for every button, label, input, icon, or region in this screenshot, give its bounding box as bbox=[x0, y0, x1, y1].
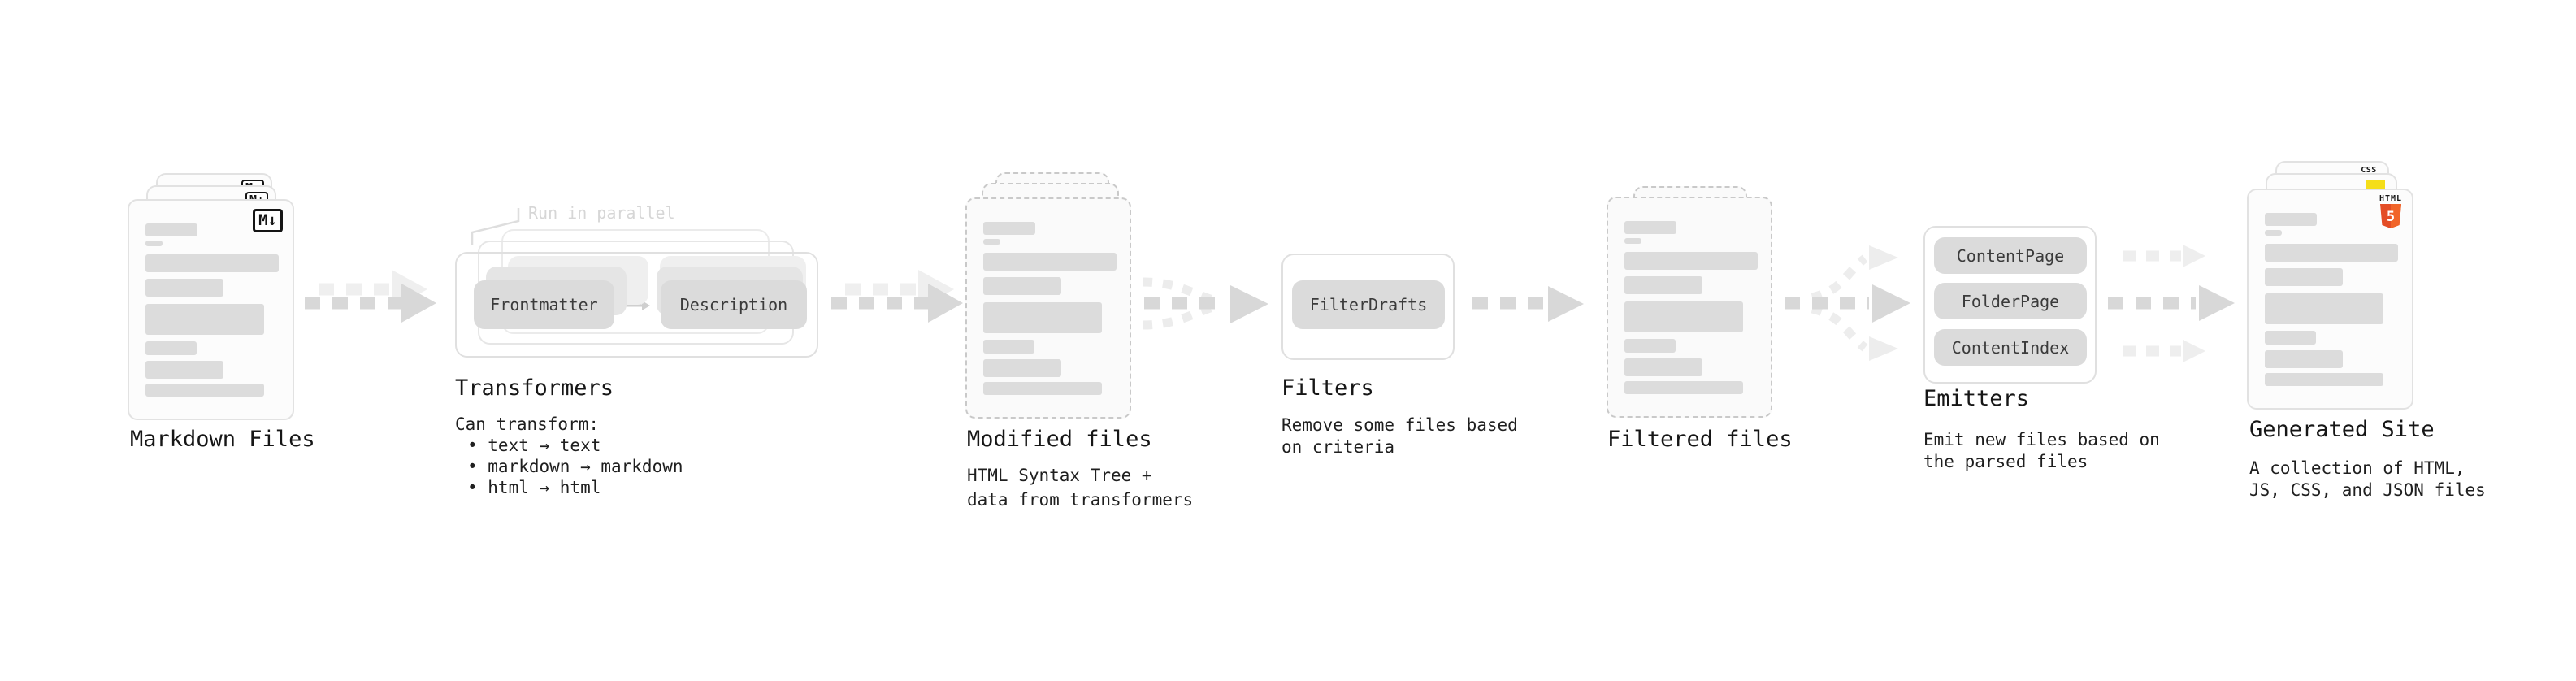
capability-item: • markdown → markdown bbox=[467, 457, 683, 476]
skeleton-bar bbox=[145, 341, 197, 355]
desc-line: JS, CSS, and JSON files bbox=[2249, 480, 2486, 500]
contentpage-pill: ContentPage bbox=[1934, 237, 2087, 274]
capability-item: • text → text bbox=[467, 436, 601, 455]
modified-files-desc: HTML Syntax Tree + data from transformer… bbox=[967, 463, 1193, 512]
arrow-emitters-to-generated bbox=[2108, 245, 2235, 362]
skeleton-bar bbox=[145, 304, 264, 335]
emitters-desc: Emit new files based on the parsed files bbox=[1923, 429, 2160, 473]
folderpage-pill: FolderPage bbox=[1934, 283, 2087, 319]
skeleton-bar bbox=[2265, 293, 2383, 324]
skeleton-bar bbox=[1624, 252, 1758, 270]
generated-site-desc: A collection of HTML, JS, CSS, and JSON … bbox=[2249, 458, 2486, 501]
skeleton-bar bbox=[2265, 230, 2282, 236]
desc-line: Remove some files based bbox=[1281, 415, 1518, 435]
desc-line: Emit new files based on bbox=[1923, 430, 2160, 449]
svg-text:5: 5 bbox=[2387, 209, 2395, 225]
skeleton-bar bbox=[145, 223, 197, 236]
transformers-capabilities: Can transform: • text → text • markdown … bbox=[455, 414, 683, 498]
skeleton-bar bbox=[145, 241, 163, 246]
capabilities-title: Can transform: bbox=[455, 414, 600, 434]
skeleton-bar bbox=[145, 361, 223, 379]
skeleton-bar bbox=[1624, 238, 1641, 244]
skeleton-bar bbox=[2265, 268, 2343, 286]
html5-icon-text: HTML bbox=[2379, 194, 2403, 203]
modified-files-label: Modified files bbox=[967, 427, 1152, 452]
transformer-box-front bbox=[455, 252, 818, 358]
capability-item: • html → html bbox=[467, 478, 601, 497]
skeleton-bar bbox=[145, 279, 223, 297]
file-card-front: HTML 5 bbox=[2247, 189, 2413, 410]
skeleton-bar bbox=[983, 222, 1035, 235]
file-content-skeleton bbox=[129, 201, 293, 397]
file-card-front: M↓ bbox=[128, 199, 294, 420]
transformers-label: Transformers bbox=[455, 375, 614, 401]
skeleton-bar bbox=[983, 340, 1034, 354]
description-pill: Description bbox=[661, 280, 807, 329]
markdown-icon: M↓ bbox=[253, 209, 283, 232]
arrow-modified-to-filters bbox=[1142, 277, 1268, 330]
arrow-transformers-to-modified bbox=[831, 270, 963, 323]
file-card-front bbox=[965, 197, 1131, 419]
filtered-files-label: Filtered files bbox=[1607, 427, 1793, 452]
skeleton-bar bbox=[2265, 213, 2317, 226]
run-in-parallel-annotation: Run in parallel bbox=[528, 203, 675, 223]
skeleton-bar bbox=[1624, 221, 1676, 234]
css-icon-text: CSS bbox=[2361, 166, 2377, 175]
emitters-label: Emitters bbox=[1923, 386, 2030, 411]
skeleton-bar bbox=[1624, 381, 1743, 394]
filters-desc: Remove some files based on criteria bbox=[1281, 414, 1518, 458]
skeleton-bar bbox=[983, 302, 1102, 333]
skeleton-bar bbox=[983, 239, 1000, 245]
arrow-markdown-to-transformers bbox=[305, 270, 436, 323]
skeleton-bar bbox=[1624, 276, 1702, 294]
desc-line: HTML Syntax Tree + bbox=[967, 466, 1152, 485]
skeleton-bar bbox=[2265, 244, 2398, 262]
file-card-front bbox=[1607, 197, 1772, 418]
skeleton-bar bbox=[145, 254, 279, 272]
contentindex-pill: ContentIndex bbox=[1934, 329, 2087, 366]
skeleton-bar bbox=[983, 382, 1102, 395]
skeleton-bar bbox=[983, 277, 1061, 295]
desc-line: on criteria bbox=[1281, 437, 1395, 457]
file-content-skeleton bbox=[1608, 198, 1771, 394]
desc-line: the parsed files bbox=[1923, 452, 2088, 471]
js-icon bbox=[2366, 180, 2385, 191]
skeleton-bar bbox=[983, 359, 1061, 377]
generated-site-label: Generated Site bbox=[2249, 417, 2435, 442]
skeleton-bar bbox=[145, 384, 264, 397]
desc-line: A collection of HTML, bbox=[2249, 458, 2465, 478]
html5-shield: 5 bbox=[2380, 204, 2401, 228]
desc-line: data from transformers bbox=[967, 490, 1194, 510]
skeleton-bar bbox=[2265, 373, 2383, 386]
arrow-filters-to-filtered bbox=[1472, 286, 1584, 322]
skeleton-bar bbox=[2265, 350, 2343, 368]
skeleton-bar bbox=[983, 253, 1117, 271]
filterdrafts-pill: FilterDrafts bbox=[1292, 280, 1445, 329]
skeleton-bar bbox=[1624, 358, 1702, 376]
arrow-filtered-to-emitters bbox=[1785, 245, 1910, 361]
markdown-files-label: Markdown Files bbox=[130, 427, 315, 452]
frontmatter-pill: Frontmatter bbox=[474, 280, 614, 329]
file-content-skeleton bbox=[967, 199, 1130, 395]
skeleton-bar bbox=[1624, 301, 1743, 332]
skeleton-bar bbox=[1624, 339, 1676, 353]
html5-icon: HTML 5 bbox=[2379, 195, 2403, 232]
file-content-skeleton bbox=[2249, 190, 2412, 386]
skeleton-bar bbox=[2265, 331, 2316, 345]
filters-label: Filters bbox=[1281, 375, 1374, 401]
